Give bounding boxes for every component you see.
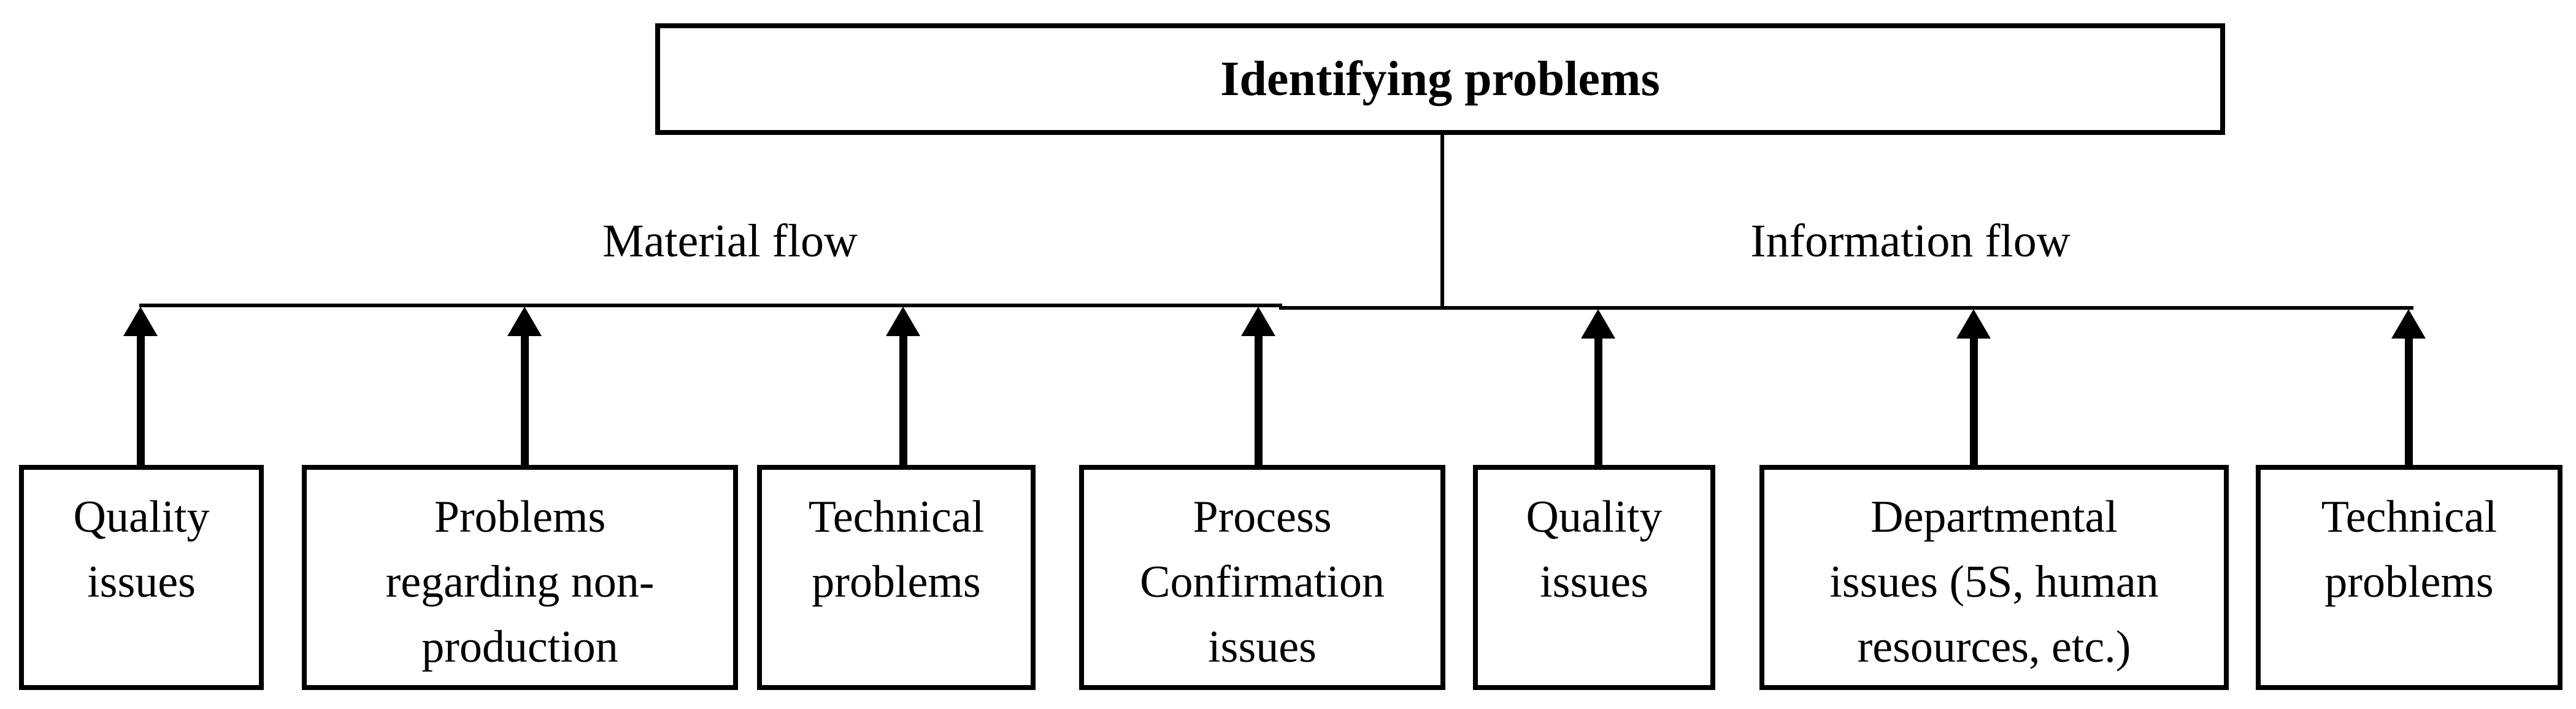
arrow-tail <box>1254 336 1263 470</box>
box-text-line: Confirmation <box>1140 557 1385 607</box>
box-text-line: problems <box>812 557 981 607</box>
up-arrow-technical-problems-material <box>886 307 920 470</box>
arrow-tail <box>1594 339 1602 470</box>
box-text-line: production <box>421 622 618 672</box>
box-text-line: Technical <box>808 492 985 542</box>
box-text-line: problems <box>2324 557 2494 607</box>
root-box-label: Identifying problems <box>1220 52 1660 106</box>
arrow-head <box>507 307 542 336</box>
up-arrow-technical-problems-information <box>2391 309 2426 470</box>
arrow-tail <box>899 336 907 470</box>
arrow-tail <box>520 336 529 470</box>
arrow-head <box>2391 309 2426 339</box>
box-text-line: issues (5S, human <box>1829 557 2159 607</box>
box-text-line: Quality <box>73 492 210 542</box>
root-box: Identifying problems <box>655 23 2225 135</box>
box-departmental-issues: Departmental issues (5S, human resources… <box>1759 465 2229 690</box>
box-technical-problems-material: Technical problems <box>757 465 1036 690</box>
arrow-tail <box>2404 339 2413 470</box>
arrow-head <box>1241 307 1275 336</box>
arrow-head <box>1956 309 1991 339</box>
box-text-line: Problems <box>434 492 606 542</box>
box-text-line: issues <box>87 557 196 607</box>
box-text-line: issues <box>1540 557 1648 607</box>
box-technical-problems-information: Technical problems <box>2256 465 2563 690</box>
arrow-head <box>886 307 920 336</box>
branch-label-material-flow: Material flow <box>602 215 858 267</box>
root-connector-line <box>1440 135 1444 309</box>
box-process-confirmation-issues: Process Confirmation issues <box>1079 465 1445 690</box>
bus-line-right-segment <box>1279 306 2413 310</box>
box-text-line: Quality <box>1526 492 1663 542</box>
box-text-line: Departmental <box>1870 492 2118 542</box>
box-problems-regarding-non-production: Problems regarding non- production <box>302 465 738 690</box>
up-arrow-quality-issues-material <box>123 307 158 470</box>
bus-line-left-segment <box>139 304 1282 307</box>
up-arrow-non-production <box>507 307 542 470</box>
branch-label-information-flow: Information flow <box>1750 215 2070 267</box>
up-arrow-departmental-issues <box>1956 309 1991 470</box>
box-quality-issues-information: Quality issues <box>1473 465 1715 690</box>
arrow-tail <box>136 336 145 470</box>
up-arrow-quality-issues-information <box>1581 309 1615 470</box>
box-quality-issues-material: Quality issues <box>19 465 264 690</box>
arrow-head <box>1581 309 1615 339</box>
box-text-line: Process <box>1193 492 1332 542</box>
box-text-line: regarding non- <box>385 557 655 607</box>
box-text-line: issues <box>1208 622 1317 672</box>
arrow-head <box>123 307 158 336</box>
arrow-tail <box>1969 339 1978 470</box>
box-text-line: resources, etc.) <box>1857 622 2131 672</box>
up-arrow-process-confirmation <box>1241 307 1275 470</box>
box-text-line: Technical <box>2321 492 2497 542</box>
